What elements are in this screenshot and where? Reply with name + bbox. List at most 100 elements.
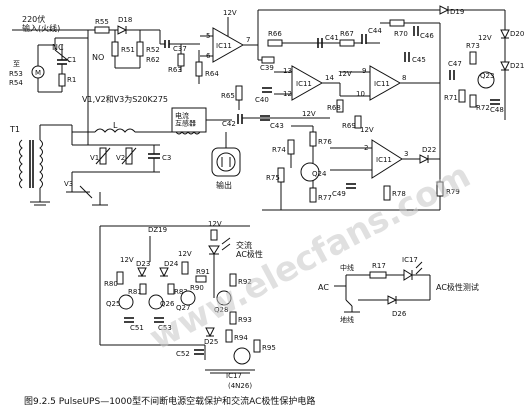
c46-label: C46 <box>420 32 434 40</box>
comparator-section: 12V R74 R76 R75 Q24 R77 12V IC11 2 3 C49… <box>262 110 460 211</box>
v2-label: V2 <box>116 154 125 162</box>
ic17-part-label: (4N26) <box>228 382 252 390</box>
c45-label: C45 <box>412 56 426 64</box>
r80-label: R80 <box>104 280 118 288</box>
q27-label: Q27 <box>176 304 190 312</box>
q25-label: Q25 <box>106 300 120 308</box>
c41-label: C41 <box>325 34 339 42</box>
r92-label: R92 <box>238 278 252 286</box>
r51-label: R51 <box>121 46 135 54</box>
r69-label: R69 <box>342 122 356 130</box>
sense-chain: R55 D18 R51 R52 C37 R63 R62 R64 <box>88 16 219 84</box>
right-output-section: D19 D20 D21 C47 R71 R73 R72 12V Q23 C48 <box>410 5 524 120</box>
ct-label: 电流互感器 <box>175 111 196 128</box>
v12-ic11c: 12V <box>338 70 352 78</box>
no-label: NO <box>92 53 104 62</box>
watermark-text: www.elecfans.com <box>143 156 477 359</box>
v12-ic11: 12V <box>223 9 237 17</box>
ic11-stage3: R67 C44 IC11 9 10 8 12V R68 R69 R70 C46 … <box>327 19 441 200</box>
pin9: 9 <box>362 67 366 75</box>
v12-q27: 12V <box>178 250 192 258</box>
c49-label: C49 <box>332 190 346 198</box>
r72-label: R72 <box>476 104 490 112</box>
polarity-detect-circuit: DZ19 R80 12V Q25 Q26 C51 C53 D23 D24 R81… <box>99 220 276 390</box>
r94-label: R94 <box>234 334 248 342</box>
c51-label: C51 <box>130 324 144 332</box>
pin13: 13 <box>283 67 292 75</box>
c3-label: C3 <box>162 154 171 162</box>
r73-label: R73 <box>466 42 480 50</box>
r52-label: R52 <box>146 46 160 54</box>
r75-label: R75 <box>266 174 280 182</box>
d26-label: D26 <box>392 310 407 318</box>
d20-label: D20 <box>510 30 524 38</box>
to-label: 至 <box>13 60 20 68</box>
pin14: 14 <box>325 74 334 82</box>
v12-led: 12V <box>208 220 222 228</box>
d24-label: D24 <box>164 260 179 268</box>
v3-label: V3 <box>64 180 73 188</box>
r82-label: R82 <box>174 288 188 296</box>
r1-label: R1 <box>67 76 76 84</box>
q24-label: Q24 <box>312 170 327 178</box>
c40-label: C40 <box>255 96 269 104</box>
v12-r74: 12V <box>302 110 316 118</box>
r66-label: R66 <box>268 30 282 38</box>
c47-label: C47 <box>448 60 462 68</box>
r62-label: R62 <box>146 56 160 64</box>
r77-label: R77 <box>318 194 332 202</box>
neutral-label: 中线 <box>340 263 354 272</box>
q28-label: Q28 <box>214 306 228 314</box>
c52-label: C52 <box>176 350 190 358</box>
d21-label: D21 <box>510 62 524 70</box>
middle-power-section: V1,V2和V3为S20K275 T1 L V1 V2 C3 <box>9 94 330 206</box>
c37-label: C37 <box>173 45 187 53</box>
r65-label: R65 <box>221 92 235 100</box>
r93-label: R93 <box>238 316 252 324</box>
c43-label: C43 <box>270 122 284 130</box>
ic11d-label: IC11 <box>376 156 392 164</box>
ic17-upper-label: IC17 <box>402 256 418 264</box>
d19-label: D19 <box>450 8 464 16</box>
r81-label: R81 <box>128 288 142 296</box>
r17-label: R17 <box>372 262 386 270</box>
r74-label: R74 <box>272 146 286 154</box>
r95-label: R95 <box>262 344 276 352</box>
r78-label: R78 <box>392 190 406 198</box>
c1-label: C1 <box>67 56 76 64</box>
v1-label: V1 <box>90 154 99 162</box>
t1-label: T1 <box>9 125 20 134</box>
current-transformer-box <box>171 107 207 133</box>
ic11a-label: IC11 <box>216 42 232 50</box>
r68-label: R68 <box>327 104 341 112</box>
pin7: 7 <box>246 36 250 44</box>
r70-label: R70 <box>394 30 408 38</box>
c39-label: C39 <box>260 64 274 72</box>
r67-label: R67 <box>340 30 354 38</box>
c53-label: C53 <box>158 324 172 332</box>
c44-label: C44 <box>368 27 382 35</box>
c42-label: C42 <box>222 120 236 128</box>
v12-ic11d: 12V <box>360 126 374 134</box>
ic11b-label: IC11 <box>296 80 312 88</box>
r76-label: R76 <box>318 138 332 146</box>
r63-label: R63 <box>168 66 182 74</box>
pin3: 3 <box>404 150 408 158</box>
q26-label: Q26 <box>160 300 175 308</box>
pin8: 8 <box>402 74 406 82</box>
input-section: 220伏输入(火线) NC NO M C1 R1 至 R53 R54 <box>9 14 104 145</box>
pin10: 10 <box>356 90 365 98</box>
ic11-stage1: IC11 5 6 7 12V <box>200 9 410 63</box>
ac-polarity-test: AC 中线 地线 R17 IC17 D26 AC极性测试 <box>318 256 479 324</box>
r90-label: R90 <box>190 284 204 292</box>
ac-label: AC <box>318 283 329 292</box>
transformer-icon <box>19 139 43 189</box>
figure-caption: 图9.2.5 PulseUPS—1000型不间断电源空载保护和交流AC极性保护电… <box>24 395 315 407</box>
dz19-label: DZ19 <box>148 226 167 234</box>
r64-label: R64 <box>205 70 219 78</box>
d25-label: D25 <box>204 338 218 346</box>
d23-label: D23 <box>136 260 150 268</box>
r55-label: R55 <box>95 18 109 26</box>
ground-label: 地线 <box>340 315 354 324</box>
